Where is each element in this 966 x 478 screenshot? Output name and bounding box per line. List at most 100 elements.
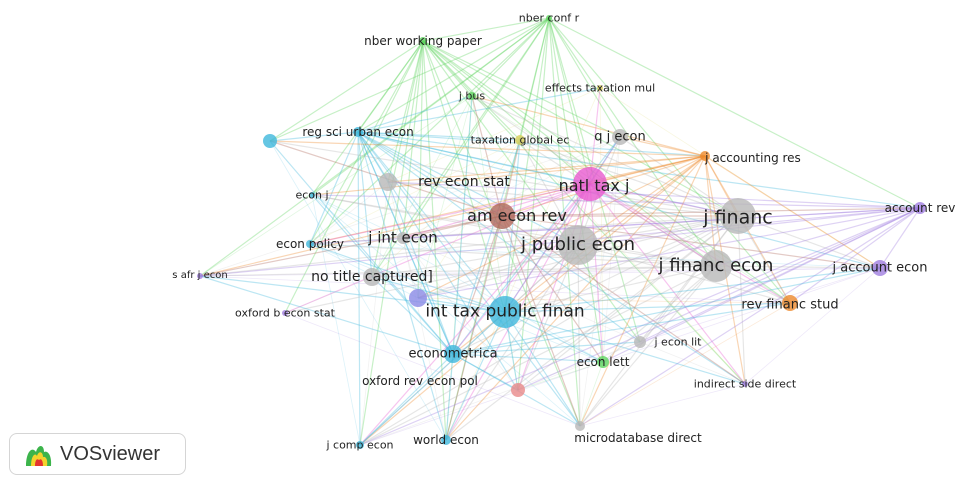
- link-j-financ-j-account-econ: [737, 215, 881, 269]
- label-j-bus[interactable]: j bus: [458, 89, 486, 103]
- label-rev-econ-stat[interactable]: rev econ stat: [418, 174, 510, 190]
- link-j-financ-econ-int-tax-public-finan: [504, 265, 717, 313]
- node-j-econ-lit[interactable]: [634, 336, 646, 348]
- link-econ-policy-j-financ-econ: [309, 243, 717, 267]
- link-natl-tax-j-econ-lett: [589, 183, 604, 363]
- node-j-public-econ[interactable]: [558, 225, 598, 265]
- node-econometrica[interactable]: [444, 345, 462, 363]
- node-oxford-rev-econ-pol[interactable]: [511, 383, 525, 397]
- label-q-j-econ[interactable]: q j econ: [594, 129, 646, 145]
- node-j-accounting-res[interactable]: [700, 151, 710, 161]
- link-nber-working-paper-reg-sci-urban-econ: [357, 40, 424, 133]
- link-econometrica-econ-lett: [452, 353, 604, 363]
- link-unlabeled-cyan-world-econ: [269, 140, 447, 441]
- node-effects-taxation-mul[interactable]: [597, 85, 603, 91]
- label-world-econ[interactable]: world econ: [413, 433, 479, 447]
- label-indirect-side-direct[interactable]: indirect side direct: [693, 377, 797, 391]
- label-reg-sci-urban-econ[interactable]: reg sci urban econ: [302, 125, 414, 139]
- label-j-comp-econ[interactable]: j comp econ: [326, 438, 394, 452]
- link-no-title-captured-int-tax-public-finan: [371, 276, 506, 313]
- node-j-financ[interactable]: [720, 198, 756, 234]
- node-j-int-econ[interactable]: [397, 232, 409, 244]
- label-rev-financ-stud[interactable]: rev financ stud: [741, 297, 839, 313]
- label-econometrica[interactable]: econometrica: [408, 346, 498, 362]
- node-rev-econ-stat[interactable]: [379, 173, 397, 191]
- node-no-title-captured[interactable]: [363, 268, 381, 286]
- node-nber-conf-r[interactable]: [546, 15, 552, 21]
- node-s-afr-j-econ[interactable]: [197, 273, 203, 279]
- link-econ-policy-int-tax-public-finan: [309, 243, 506, 313]
- label-account-rev[interactable]: account rev: [884, 201, 956, 215]
- node-reg-sci-urban-econ[interactable]: [353, 127, 363, 137]
- link-j-public-econ-unlabeled-lavender: [417, 244, 579, 299]
- node-j-comp-econ[interactable]: [356, 441, 364, 449]
- node-world-econ[interactable]: [441, 435, 451, 445]
- link-econ-j-j-financ-econ: [311, 194, 717, 267]
- label-int-tax-public-finan[interactable]: int tax public finan: [425, 301, 585, 322]
- link-reg-sci-urban-econ-j-comp-econ: [357, 131, 361, 446]
- node-am-econ-rev[interactable]: [489, 203, 515, 229]
- node-natl-tax-j[interactable]: [573, 167, 607, 201]
- node-j-account-econ[interactable]: [872, 260, 888, 276]
- link-j-financ-econ-j-comp-econ: [359, 265, 717, 446]
- label-am-econ-rev[interactable]: am econ rev: [467, 206, 567, 225]
- label-effects-taxation-mul[interactable]: effects taxation mul: [544, 81, 656, 95]
- node-indirect-side-direct[interactable]: [742, 381, 748, 387]
- label-oxford-rev-econ-pol[interactable]: oxford rev econ pol: [362, 374, 478, 388]
- link-q-j-econ-j-int-econ: [402, 136, 621, 239]
- label-econ-lett[interactable]: econ lett: [576, 355, 630, 369]
- link-j-account-econ-econometrica: [452, 267, 881, 355]
- link-natl-tax-j-j-financ: [589, 183, 739, 217]
- link-nber-working-paper-econ-policy: [309, 40, 424, 245]
- node-econ-j[interactable]: [309, 192, 315, 198]
- link-taxation-global-ec-no-title-captured: [371, 139, 521, 278]
- node-j-financ-econ[interactable]: [700, 250, 732, 282]
- link-j-bus-j-financ: [471, 95, 739, 217]
- node-oxford-b-econ-stat[interactable]: [282, 310, 288, 316]
- link-nber-conf-r-q-j-econ: [548, 17, 621, 138]
- node-rev-financ-stud[interactable]: [782, 295, 798, 311]
- label-econ-policy[interactable]: econ policy: [275, 237, 345, 251]
- node-q-j-econ[interactable]: [612, 129, 628, 145]
- node-j-bus[interactable]: [468, 92, 476, 100]
- link-reg-sci-urban-econ-econ-policy: [309, 131, 359, 245]
- node-unlabeled-cyan[interactable]: [263, 134, 277, 148]
- link-no-title-captured-econometrica: [371, 276, 454, 355]
- link-econ-lett-microdatabase-direct: [579, 361, 604, 427]
- node-account-rev[interactable]: [914, 202, 926, 214]
- label-taxation-global-ec[interactable]: taxation global ec: [470, 133, 570, 147]
- link-j-financ-oxford-b-econ-stat: [284, 215, 739, 314]
- label-econ-j[interactable]: econ j: [295, 188, 329, 202]
- label-natl-tax-j[interactable]: natl tax j: [558, 176, 630, 195]
- label-no-title-captured[interactable]: no title captured]: [311, 269, 433, 285]
- link-nber-working-paper-j-bus: [422, 40, 473, 97]
- link-j-account-econ-j-econ-lit: [639, 267, 881, 343]
- link-nber-working-paper-j-financ: [422, 40, 739, 217]
- link-taxation-global-ec-j-financ-econ: [519, 139, 717, 267]
- node-int-tax-public-finan[interactable]: [489, 296, 521, 328]
- node-econ-lett[interactable]: [597, 356, 609, 368]
- label-microdatabase-direct[interactable]: microdatabase direct: [574, 431, 702, 445]
- label-j-financ-econ[interactable]: j financ econ: [658, 255, 774, 276]
- node-nber-working-paper[interactable]: [419, 37, 427, 45]
- node-microdatabase-direct[interactable]: [575, 421, 585, 431]
- label-j-public-econ[interactable]: j public econ: [521, 234, 635, 255]
- link-j-financ-no-title-captured: [371, 215, 739, 278]
- label-j-accounting-res[interactable]: j accounting res: [705, 151, 801, 165]
- label-s-afr-j-econ[interactable]: s afr j econ: [172, 270, 228, 281]
- link-taxation-global-ec-int-tax-public-finan: [504, 139, 521, 313]
- label-j-financ[interactable]: j financ: [703, 206, 773, 229]
- node-econ-policy[interactable]: [306, 240, 314, 248]
- link-nber-conf-r-j-int-econ: [402, 17, 550, 239]
- label-nber-conf-r[interactable]: nber conf r: [518, 11, 580, 25]
- node-taxation-global-ec[interactable]: [515, 135, 525, 145]
- label-j-account-econ[interactable]: j account econ: [832, 260, 928, 276]
- link-j-bus-unlabeled-lavender: [417, 95, 473, 299]
- node-unlabeled-lavender[interactable]: [409, 289, 427, 307]
- label-nber-working-paper[interactable]: nber working paper: [364, 34, 482, 48]
- link-account-rev-econ-policy: [309, 207, 921, 245]
- label-j-int-econ[interactable]: j int econ: [368, 228, 438, 247]
- label-j-econ-lit[interactable]: j econ lit: [654, 335, 702, 349]
- label-oxford-b-econ-stat[interactable]: oxford b econ stat: [235, 306, 335, 320]
- link-econ-j-j-public-econ: [311, 194, 579, 246]
